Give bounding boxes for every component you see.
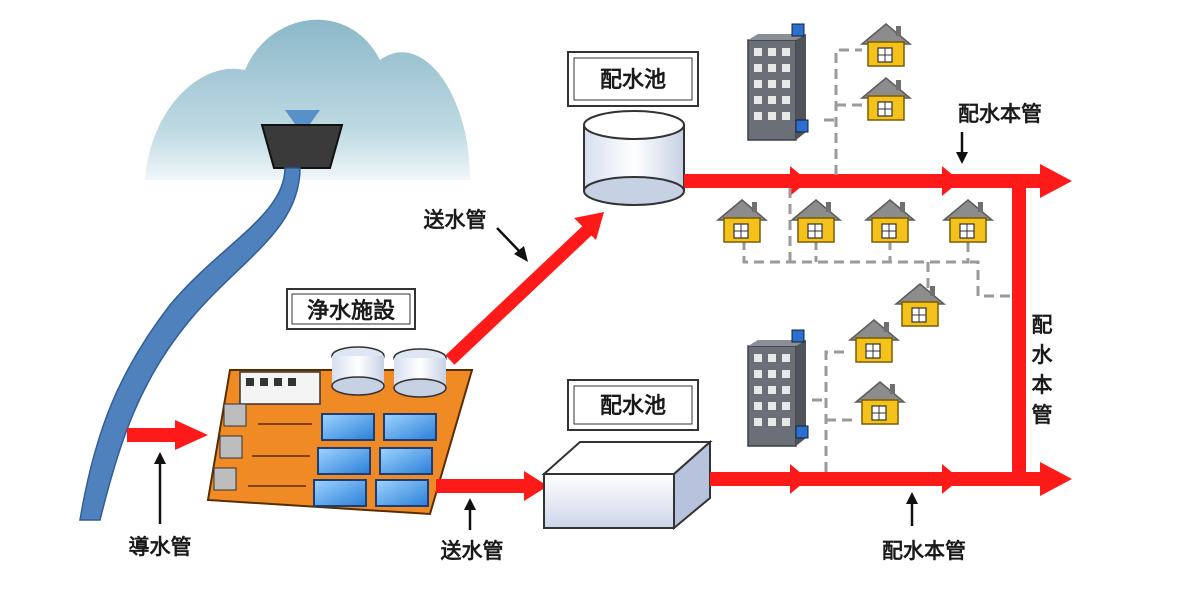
house — [791, 199, 841, 243]
conveyance-pipe-bottom — [436, 471, 548, 501]
treatment-plant — [206, 346, 474, 516]
svg-text:導水管: 導水管 — [129, 535, 192, 559]
distribution-main-bottom — [710, 462, 1072, 496]
label-treatment-plant: 浄水施設 — [286, 288, 416, 330]
svg-text:配水本管: 配水本管 — [882, 539, 966, 563]
house — [943, 199, 993, 243]
house — [861, 77, 911, 121]
service-lines — [742, 48, 1012, 472]
label-reservoir-bottom: 配水池 — [567, 379, 699, 431]
label-headrace-pipe: 導水管 — [129, 452, 192, 559]
label-distribution-main-right: 配 水 本 管 — [1032, 313, 1054, 427]
apartment-building-bottom — [747, 329, 809, 447]
label-distribution-main-top: 配水本管 — [956, 102, 1042, 164]
reservoir-top — [583, 110, 685, 206]
house — [717, 199, 767, 243]
svg-text:送水管: 送水管 — [424, 208, 487, 232]
headrace-arrow — [127, 420, 208, 450]
svg-text:配水池: 配水池 — [600, 68, 666, 93]
house — [855, 381, 905, 425]
svg-text:管: 管 — [1032, 403, 1053, 427]
svg-text:配水池: 配水池 — [600, 394, 666, 419]
distribution-main-top — [684, 164, 1072, 198]
svg-text:本: 本 — [1032, 373, 1053, 397]
house — [895, 283, 945, 327]
label-reservoir-top: 配水池 — [567, 51, 699, 107]
conveyance-pipe-top — [445, 212, 604, 365]
label-conveyance-pipe-top: 送水管 — [424, 208, 528, 262]
house — [849, 319, 899, 363]
treatment-plant-label: 浄水施設 — [307, 298, 396, 324]
svg-text:水: 水 — [1032, 343, 1054, 367]
river — [79, 167, 301, 521]
label-distribution-main-bottom: 配水本管 — [882, 492, 966, 563]
distribution-main-vertical — [1012, 181, 1026, 479]
svg-text:送水管: 送水管 — [441, 539, 504, 563]
svg-text:配: 配 — [1032, 313, 1053, 337]
apartment-building-top — [747, 23, 809, 141]
house — [865, 199, 915, 243]
reservoir-bottom — [541, 439, 713, 531]
label-conveyance-pipe-bottom: 送水管 — [441, 498, 504, 563]
house — [861, 23, 911, 67]
svg-text:配水本管: 配水本管 — [958, 102, 1042, 126]
mountain-dam — [145, 19, 470, 180]
